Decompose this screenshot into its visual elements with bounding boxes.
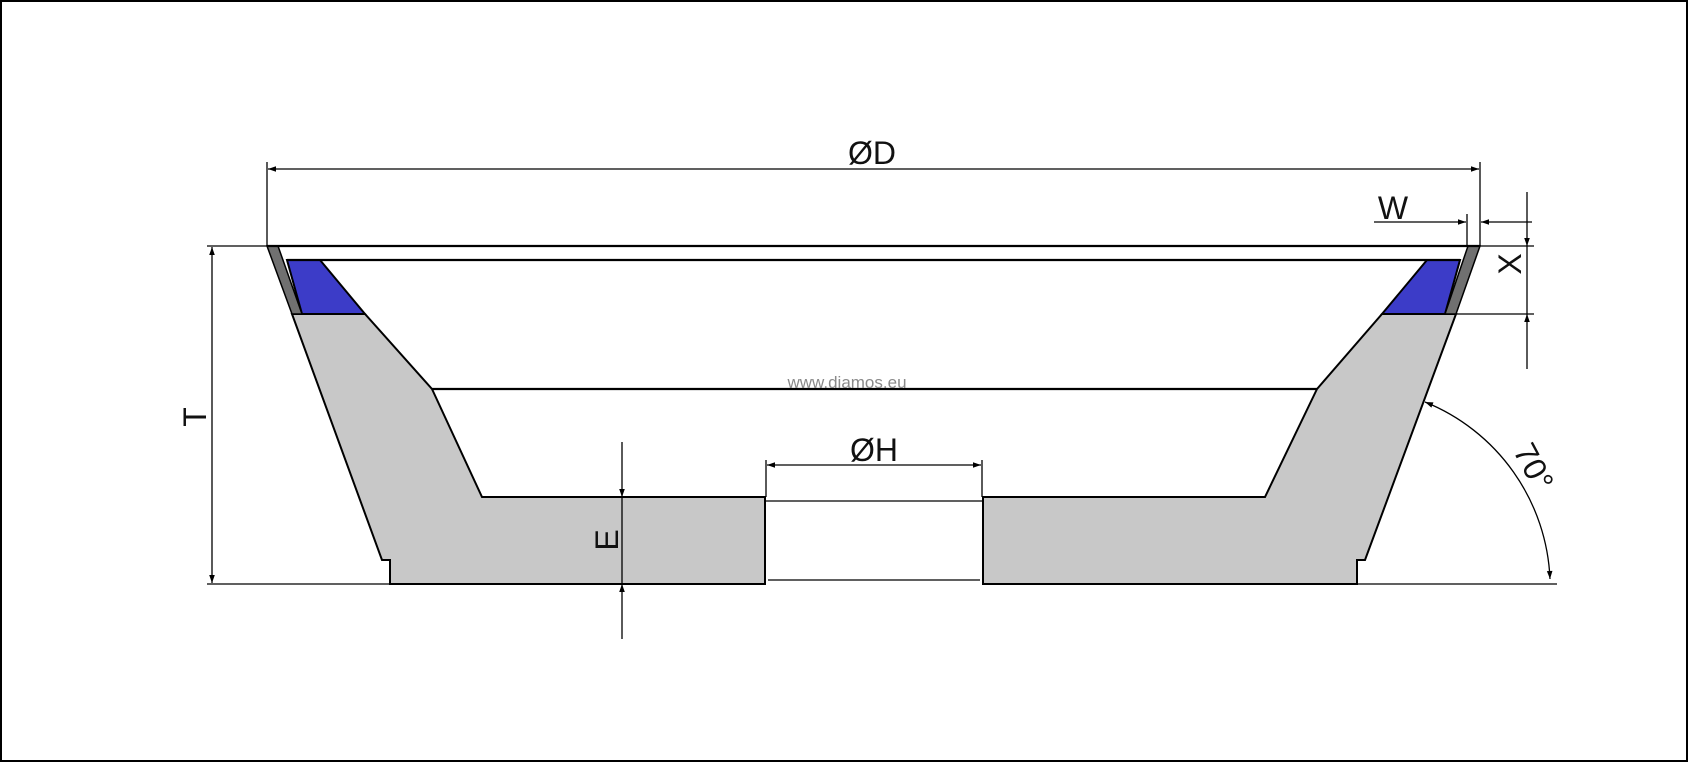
oh-label: ØH	[850, 432, 898, 468]
e-label: E	[589, 529, 625, 550]
wheel-body-left	[290, 313, 766, 585]
angle-arc	[1424, 401, 1553, 580]
t-label: T	[177, 407, 213, 427]
od-label: ØD	[848, 135, 896, 171]
watermark: www.diamos.eu	[786, 373, 906, 392]
angle-label: 70°	[1506, 437, 1561, 497]
wheel-body-right	[982, 313, 1458, 585]
w-label: W	[1378, 190, 1409, 226]
x-label: X	[1492, 253, 1528, 274]
